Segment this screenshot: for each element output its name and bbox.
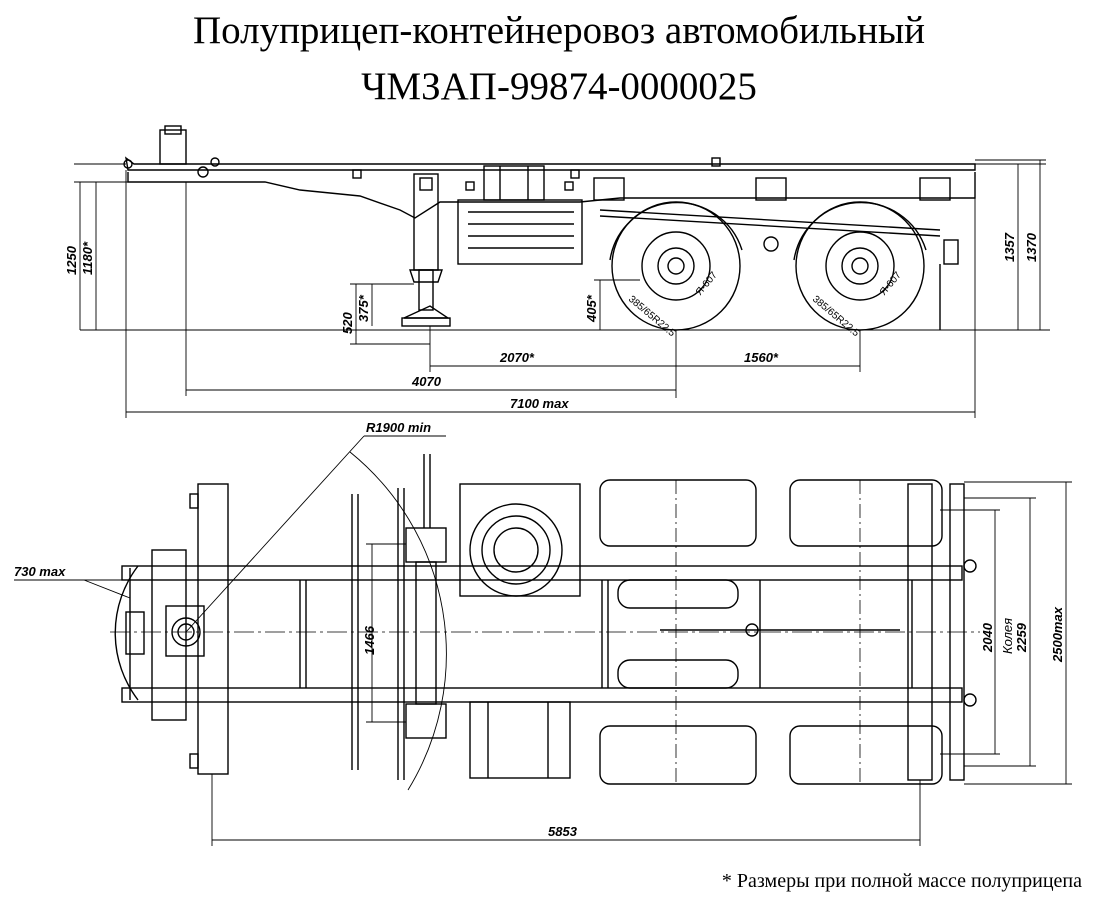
dim-7100: 7100 max (510, 396, 569, 411)
kingpin-plate (165, 605, 205, 657)
dim-1250: 1250 (64, 245, 79, 275)
equalizer-pivot (763, 236, 779, 252)
turn-radius-line (185, 435, 365, 633)
dim-375: 375* (356, 294, 371, 322)
frame-main-beam (127, 172, 976, 219)
right-long-beam (121, 687, 963, 703)
track-label: Колея (1000, 618, 1015, 654)
dim-1560: 1560* (744, 350, 779, 365)
support-track-label: 1466 (362, 625, 377, 655)
dim-5853: 5853 (548, 824, 578, 839)
tire-label-3: 385/65R22.5 (810, 294, 861, 340)
lug (352, 169, 362, 179)
lug (564, 181, 574, 191)
lug (570, 169, 580, 179)
dim-4070: 4070 (411, 374, 442, 389)
toolbox (469, 701, 571, 779)
kingpin-top (164, 125, 182, 135)
width-2500: 2500max (1050, 606, 1065, 663)
dim-1370: 1370 (1024, 232, 1039, 262)
landing-gear-crossbar (415, 561, 437, 705)
width-2259: 2259 (1014, 622, 1029, 653)
landing-leg-right (405, 703, 447, 739)
side-view: 385/65R22.5 Я-607 385/65R22.5 Я-607 (64, 125, 1050, 418)
top-dimension-lines (211, 481, 1072, 846)
lug (711, 157, 721, 167)
title-line-2: ЧМЗАП-99874-0000025 (361, 65, 757, 108)
kingpin-bolt (197, 166, 209, 178)
frame-top-rail (125, 156, 976, 171)
suspension-bracket (593, 177, 625, 201)
rear-light (943, 239, 959, 265)
front-swing-label: 730 max (14, 564, 66, 579)
landing-leg-left (405, 527, 447, 563)
landing-gear (401, 173, 451, 327)
dim-2070: 2070* (499, 350, 535, 365)
top-view: R1900 min 730 max 1466 (14, 420, 1072, 846)
kingpin-housing (159, 129, 187, 165)
suspension-bracket (755, 177, 787, 201)
front-swing-arc (114, 565, 139, 701)
air-tank-2 (617, 659, 739, 689)
front-cross-member (197, 483, 229, 775)
footnote: * Размеры при полной массе полуприцепа (721, 870, 1082, 892)
spare-tyre (459, 483, 581, 597)
wheel-1 (609, 201, 743, 331)
tire-label-4: Я-607 (878, 270, 904, 298)
wheel-2 (793, 201, 927, 331)
turn-radius-label: R1900 min (366, 420, 431, 435)
spring (599, 209, 941, 231)
dim-520: 520 (340, 312, 355, 334)
title-line-1: Полуприцеп-контейнеровоз автомобильный (192, 9, 926, 52)
suspension-bracket (919, 177, 951, 201)
dim-405: 405* (584, 294, 599, 323)
air-tank-1 (617, 579, 739, 609)
side-dimension-lines (74, 159, 1050, 418)
track-2040: 2040 (980, 622, 995, 653)
dim-1357: 1357 (1002, 232, 1017, 262)
dim-1180: 1180* (80, 241, 95, 275)
turn-radius-arc (349, 451, 447, 791)
spring (599, 215, 941, 237)
front-lug (210, 157, 220, 167)
coupling-plate (151, 549, 187, 721)
tire-label-1: 385/65R22.5 (626, 294, 677, 340)
left-long-beam (121, 565, 963, 581)
tire-label-2: Я-607 (694, 270, 720, 298)
spare-tyre-rack (457, 165, 583, 265)
lug (465, 181, 475, 191)
